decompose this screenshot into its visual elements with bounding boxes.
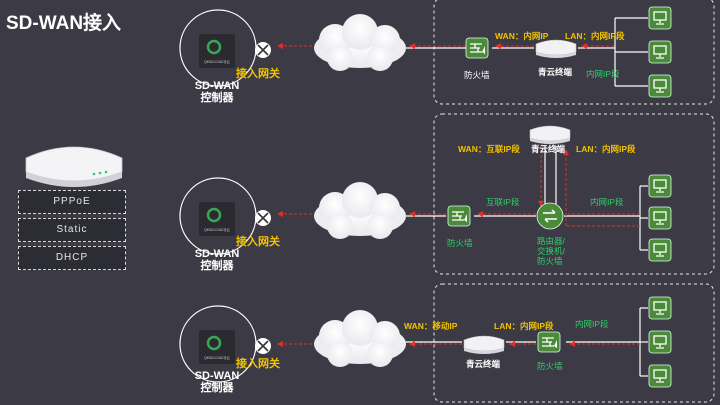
controller-1: QINGCLOUD青云 [179,9,271,87]
svg-text:QINGCLOUD青云: QINGCLOUD青云 [204,59,230,64]
mode-pppoe: PPPoE [18,190,126,214]
pc-icon [648,238,672,262]
firewall-label: 防火墙 [464,70,490,80]
qingcloud-terminal-icon [535,39,577,58]
branch-panel-3 [433,283,715,403]
router-icon [536,202,564,230]
internet-cloud-3-icon [314,310,406,367]
internet-cloud-1-icon [314,14,406,71]
links [405,17,648,377]
terminal-label: 青云终端 [531,144,566,154]
lan-segment-label: 内网IP段 [590,197,624,207]
controller-2: QINGCLOUD青云 [179,177,271,255]
internet-cloud-2-icon [314,182,406,239]
lan-label: LAN：内网IP段 [565,31,625,41]
gateway-label: 接入网关 [236,236,280,248]
wan-label: WAN：互联IP段 [458,144,520,154]
wan-label: WAN：移动IP [404,321,458,331]
mode-static: Static [18,218,126,242]
pc-icon [648,364,672,388]
pc-icon [648,74,672,98]
firewall-label: 防火墙 [447,238,473,248]
gateway-label: 接入网关 [236,358,280,370]
firewall-icon [537,331,561,353]
qingcloud-terminal-large-icon [25,146,123,187]
svg-text:QINGCLOUD青云: QINGCLOUD青云 [204,227,230,232]
lan-segment-label: 内网IP段 [586,69,620,79]
branch-panel-2 [433,113,715,275]
branch-panel-1 [433,0,715,105]
pc-icon [648,40,672,64]
pc-icon [648,296,672,320]
pc-icon [648,174,672,198]
traffic-flows [277,43,640,347]
pc-icon [648,330,672,354]
lan-segment-label: 内网IP段 [575,319,609,329]
page-title: SD-WAN接入 [6,13,122,34]
terminal-label: 青云终端 [466,359,501,369]
qingcloud-terminal-icon [529,125,571,144]
qingcloud-terminal-icon [463,335,505,354]
terminal-label: 青云终端 [538,67,573,77]
interconnect-label: 互联IP段 [486,197,520,207]
lan-label: LAN：内网IP段 [576,144,636,154]
firewall-icon [447,205,471,227]
lan-label: LAN：内网IP段 [494,321,554,331]
controller-3: QINGCLOUD青云 [179,305,271,383]
wan-label: WAN：内网IP [495,31,549,41]
mode-dhcp: DHCP [18,246,126,270]
pc-icon [648,6,672,30]
gateway-label: 接入网关 [236,68,280,80]
pc-icon [648,206,672,230]
router-label: 路由器/ 交换机/ 防火墙 [537,236,565,266]
firewall-icon [465,37,489,59]
svg-text:QINGCLOUD青云: QINGCLOUD青云 [204,355,230,360]
firewall-label: 防火墙 [537,361,563,371]
